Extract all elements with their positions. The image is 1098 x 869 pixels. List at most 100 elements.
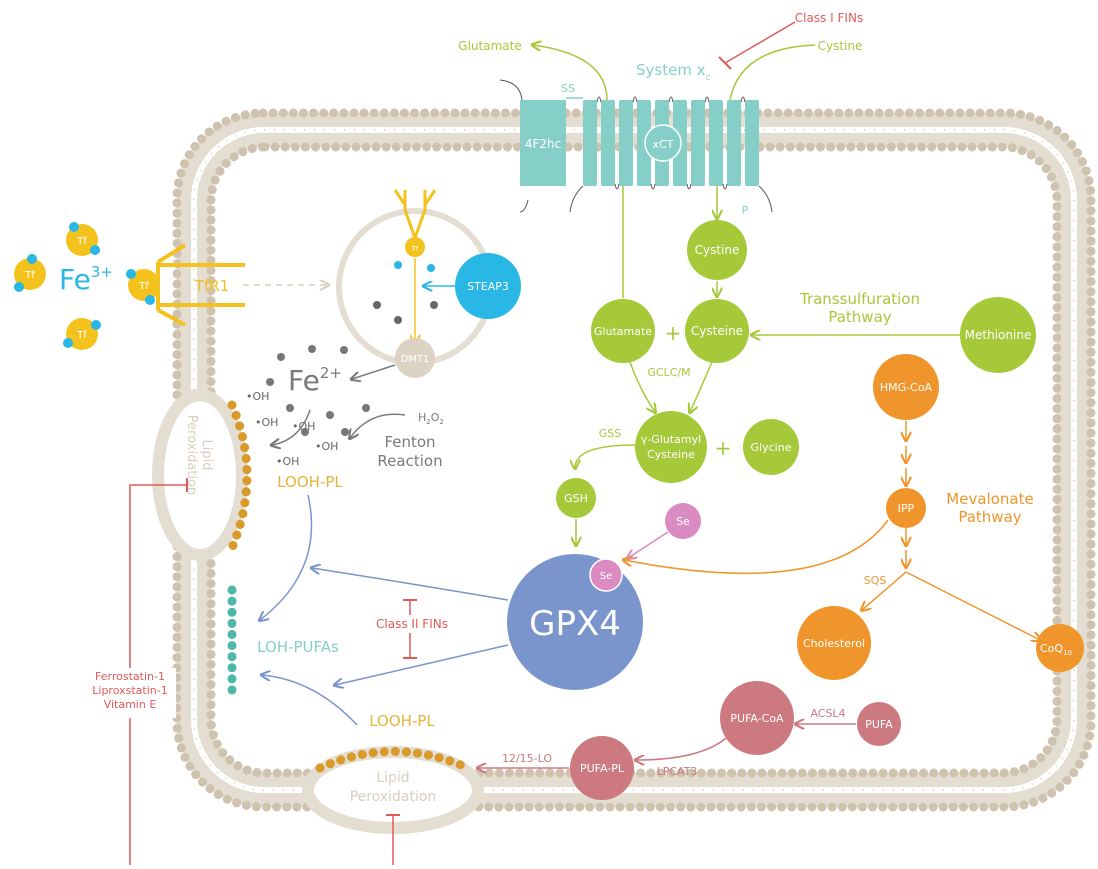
hmg-coa-node: [873, 354, 939, 420]
fenton-label-2: Reaction: [377, 452, 442, 470]
pufa-pl-label: PUFA-PL: [580, 762, 625, 775]
gglu-label-2: Cysteine: [647, 448, 695, 461]
se-free-node: [665, 503, 701, 539]
membrane-inner-heads-dots: [206, 142, 1062, 778]
class1-inhibit-bar: [718, 56, 732, 70]
glutamate-node-label: Glutamate: [594, 325, 652, 338]
pufa-label: PUFA: [865, 718, 893, 731]
svg-text:Tf: Tf: [76, 236, 87, 247]
fenton-label-1: Fenton: [384, 433, 435, 451]
fe3-label: Fe3+: [59, 263, 113, 296]
oh-5: •OH: [276, 455, 299, 468]
tfr1-label: TfR1: [194, 277, 229, 295]
mevalonate-label-1: Mevalonate: [946, 490, 1033, 508]
oh-3: •OH: [292, 420, 315, 433]
cysteine-to-gglu-arrow: [690, 361, 713, 412]
gglu-label-1: γ-Glutamyl: [641, 433, 701, 446]
se-to-gpx4-arrow: [628, 531, 669, 558]
mevalonate-label-2: Pathway: [958, 508, 1021, 526]
svg-text:Tf: Tf: [24, 270, 35, 281]
ss-label: SS: [561, 82, 575, 95]
to-cholesterol-arrow: [862, 571, 907, 610]
svg-text:Tf: Tf: [76, 330, 87, 341]
hmg-coa-label: HMG-CoA: [880, 381, 933, 394]
fe2-dots: [266, 345, 370, 436]
cystine-import-line: [729, 44, 816, 101]
oh-4: •OH: [315, 440, 338, 453]
ferrostatin-label-bg: [86, 668, 176, 718]
lipid-perox-bottom-line2: Peroxidation: [350, 789, 437, 805]
ipp-to-se-arrow: [624, 519, 889, 575]
ipp-label: IPP: [898, 502, 915, 515]
gsh-label: GSH: [564, 492, 588, 505]
cysteine-node-label: Cysteine: [691, 324, 743, 338]
plus-glutamate-cysteine: +: [665, 321, 682, 345]
sqs-label: SQS: [864, 574, 887, 587]
pufa-node: [857, 702, 901, 746]
class1-inhibit-line: [724, 21, 796, 64]
tf-bound-label: Tf: [138, 281, 149, 292]
se-free-label: Se: [676, 515, 690, 528]
coq10-label: CoQ10: [1040, 642, 1072, 657]
cell-membrane: [172, 108, 1096, 812]
ferrostatin-label-1: Ferrostatin-1: [95, 670, 165, 683]
pufa-coa-label: PUFA-CoA: [730, 712, 784, 725]
methionine-node: [960, 297, 1036, 373]
steap3-node: [455, 253, 521, 319]
membrane-core: [191, 127, 1077, 793]
looh-pl-upper-label: LOOH-PL: [277, 473, 343, 491]
transsulf-label-1: Transsulfuration: [799, 290, 920, 308]
glycine-label: Glycine: [751, 441, 792, 454]
oh-2: •OH: [255, 416, 278, 429]
cystine-out-label: Cystine: [818, 39, 863, 53]
dmt1-to-fe2-arrow: [352, 364, 396, 379]
glutamate-to-gglu-arrow: [629, 361, 655, 412]
ferrostatin-label-2: Liproxstatin-1: [92, 684, 167, 697]
cysteine-node: [685, 299, 749, 363]
cholesterol-label: Cholesterol: [803, 637, 865, 650]
tf-outside-3: Tf: [63, 318, 101, 350]
gclc-label: GCLC/M: [647, 366, 690, 379]
transsulf-label-2: Pathway: [828, 308, 891, 326]
membrane-inner-heads: [193, 129, 1075, 791]
cholesterol-node: [797, 606, 871, 680]
lipid-perox-left-line1: Lipid: [199, 440, 214, 471]
ferrostatin-inhibit-line: [129, 484, 187, 865]
gglu-cysteine-node: [635, 411, 707, 483]
gpx4-to-loh-lower: [335, 644, 509, 685]
cystine-node-label: Cystine: [695, 243, 740, 257]
gpx4-to-loh-upper: [312, 568, 509, 601]
fe2-label: Fe2+: [288, 364, 342, 397]
ipp-node: [886, 488, 926, 528]
looh-pl-lower-label: LOOH-PL: [369, 712, 435, 730]
acsl4-label: ACSL4: [810, 707, 845, 720]
se-on-gpx4: [589, 558, 623, 592]
glycine-node: [743, 419, 799, 475]
glutamate-out-label: Glutamate: [458, 39, 521, 53]
pufacoa-to-pufapl-arrow: [636, 737, 727, 760]
cystine-node: [687, 220, 747, 280]
lipid-perox-left-line2: Peroxidation: [184, 415, 199, 495]
ferrostatin-label-3: Vitamin E: [104, 698, 157, 711]
4f2hc-box: [520, 100, 566, 186]
loh-pufas-label: LOH-PUFAs: [257, 638, 339, 656]
lipid-perox-bottom-line1: Lipid: [376, 770, 409, 786]
gglu-to-gsh-arrow: [575, 444, 636, 468]
h2o2-to-fenton-arrow: [350, 413, 406, 438]
system-xc-label: System xc: [636, 61, 711, 83]
tf-outside-2: Tf: [14, 254, 46, 292]
xct-circle: [644, 124, 682, 162]
p-label: P: [742, 204, 749, 217]
methionine-label: Methionine: [965, 328, 1032, 342]
class1-label: Class I FINs: [795, 11, 863, 25]
membrane-band: [177, 113, 1091, 807]
h2o2-label: H2O2: [418, 411, 444, 426]
tf-endosome-label: Tf: [411, 245, 419, 253]
class2-label: Class II FINs: [376, 617, 448, 631]
looh-to-loh-upper: [260, 494, 313, 620]
dmt1-node: [395, 338, 435, 378]
to-coq-arrow: [905, 571, 1040, 640]
lpcat3-label: LPCAT3: [657, 765, 698, 778]
left-peroxidation-bulge: Lipid Peroxidation: [152, 389, 252, 705]
